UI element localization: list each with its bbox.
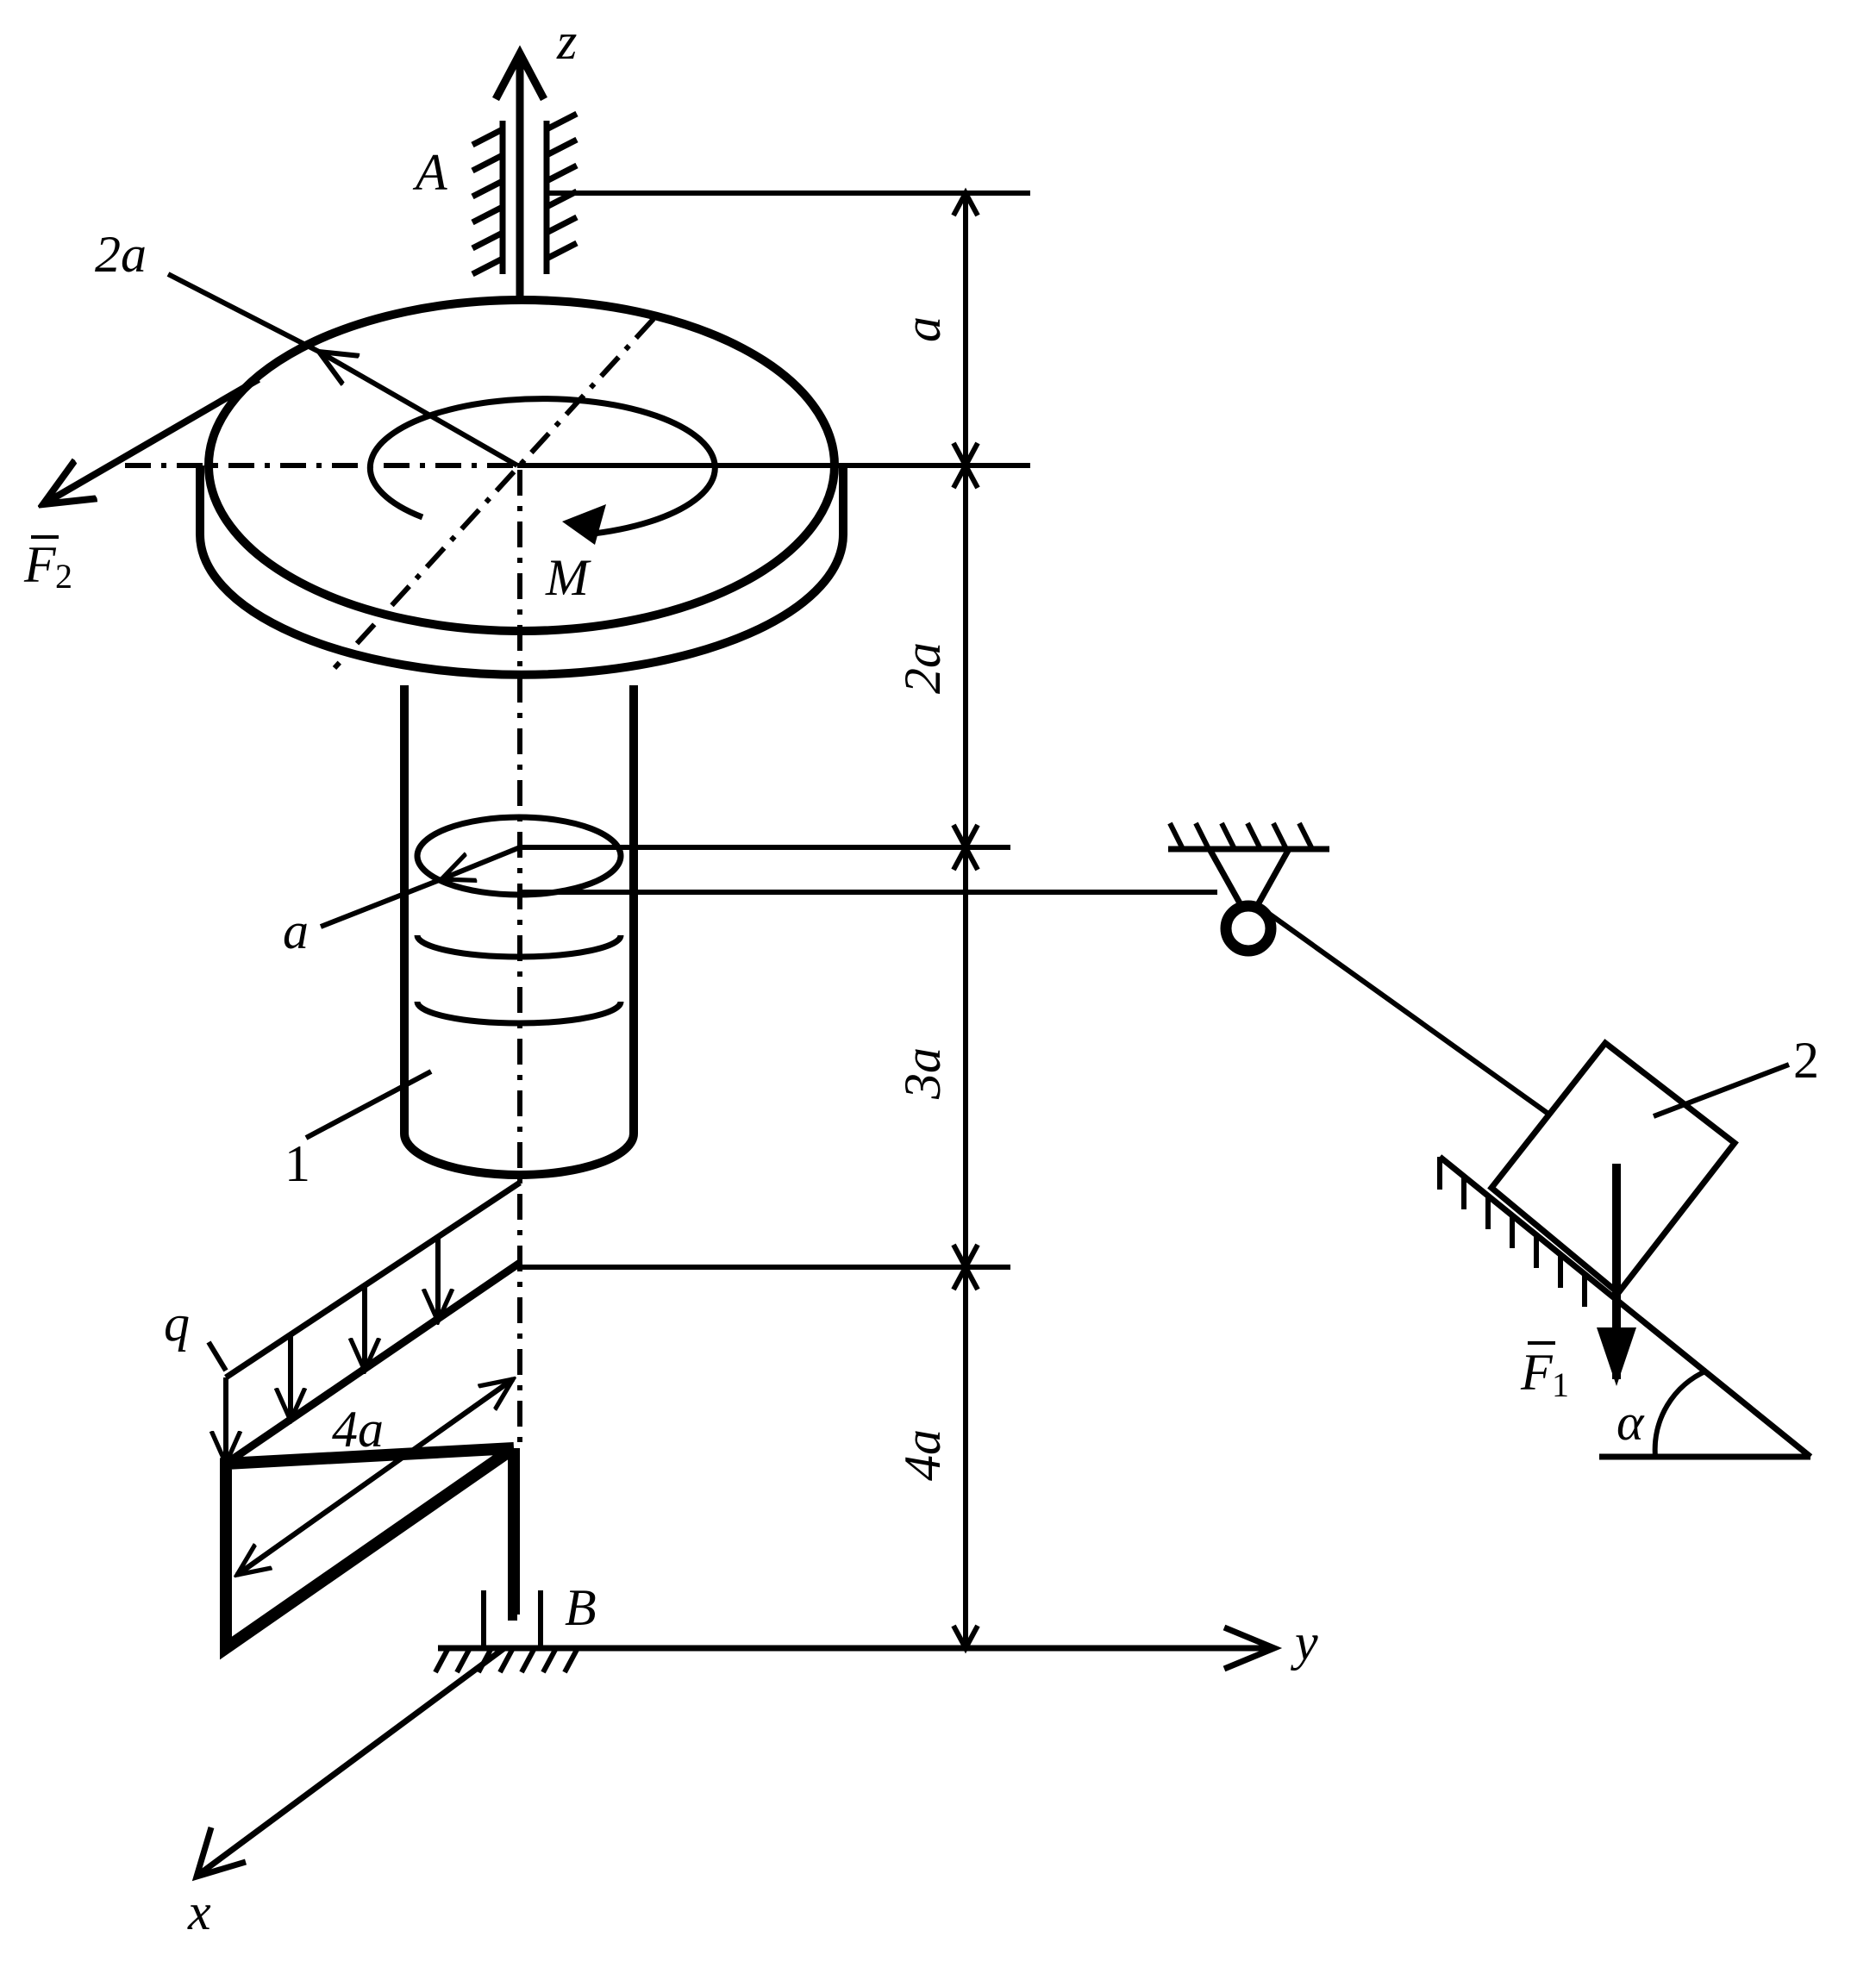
z-axis-label: z (556, 13, 577, 70)
dim-seg-disk-drum: 2a (894, 642, 951, 694)
distributed-load (206, 1180, 522, 1464)
y-axis-label: y (1290, 1614, 1318, 1671)
vertical-dimension-lines (520, 187, 1030, 1654)
inclined-plane (1437, 1154, 1813, 1460)
frame-length-label: 4a (332, 1401, 384, 1458)
frame-bar (220, 1442, 520, 1660)
block-label: 2 (1793, 1032, 1819, 1089)
shaft-label-leader (304, 1069, 433, 1140)
moment-label: M (545, 549, 591, 606)
force-f1 (1597, 1164, 1636, 1386)
x-axis (191, 1646, 507, 1882)
force-f2 (43, 376, 261, 504)
pulley (1167, 821, 1329, 957)
rope-inclined (1261, 907, 1554, 1119)
drum-radius-dimension (319, 845, 522, 929)
support-b-label: B (565, 1579, 597, 1636)
dim-seg-drum-bottom: 3a (894, 1047, 951, 1100)
disk-radius-dimension (166, 272, 519, 468)
dim-seg-top: a (894, 316, 951, 342)
distributed-load-label: q (164, 1295, 190, 1352)
force-f1-label: F 1 (1520, 1341, 1569, 1404)
force-f2-index: 2 (55, 557, 72, 596)
force-f2-label: F 2 (23, 535, 72, 596)
force-f1-letter: F (1520, 1344, 1554, 1401)
y-axis (595, 1624, 1283, 1672)
force-f1-index: 1 (1552, 1365, 1569, 1404)
disk-radius-label: 2a (95, 226, 147, 283)
dim-seg-lower: 4a (894, 1429, 951, 1481)
moment-arrow (366, 396, 718, 545)
drum-radius-label: a (283, 903, 309, 959)
block-label-leader (1652, 1062, 1791, 1119)
support-a-label: A (412, 144, 447, 201)
frame-length-dimension (237, 1379, 513, 1575)
shaft-label: 1 (285, 1135, 310, 1192)
shaft-body-1 (400, 685, 638, 1179)
disk-center-lines (125, 316, 656, 671)
force-f2-letter: F (23, 536, 57, 593)
angle-label: α (1616, 1394, 1645, 1451)
x-axis-label: x (187, 1883, 211, 1940)
